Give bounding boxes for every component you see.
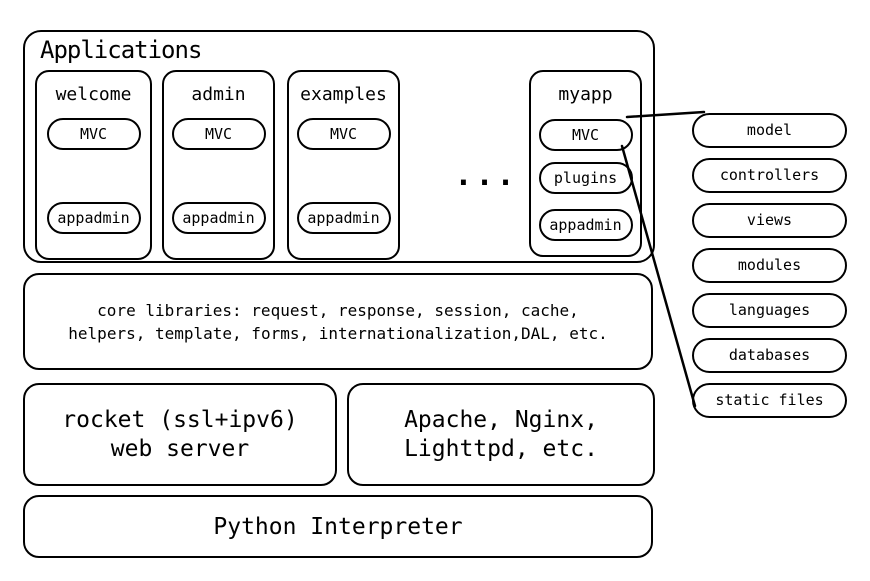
core-libraries-box: core libraries: request, response, sessi… xyxy=(23,273,653,370)
more-apps-ellipsis: ... xyxy=(454,158,518,193)
mvc-component-model: model xyxy=(692,113,847,148)
mvc-pill: MVC xyxy=(296,118,391,150)
appadmin-pill: appadmin xyxy=(296,202,391,234)
python-interpreter-box: Python Interpreter xyxy=(23,495,653,558)
mvc-pill: MVC xyxy=(538,119,633,151)
app-card-myapp: myapp MVC plugins appadmin xyxy=(529,70,642,257)
app-card-admin: admin MVC appadmin xyxy=(162,70,275,260)
appadmin-pill: appadmin xyxy=(46,202,141,234)
mvc-pill: MVC xyxy=(46,118,141,150)
mvc-component-views: views xyxy=(692,203,847,238)
mvc-component-languages: languages xyxy=(692,293,847,328)
mvc-component-static-files: static files xyxy=(692,383,847,418)
alternative-servers-box: Apache, Nginx, Lighttpd, etc. xyxy=(347,383,655,486)
applications-title: Applications xyxy=(40,36,202,64)
rocket-server-line1: rocket (ssl+ipv6) xyxy=(62,406,298,433)
app-name-examples: examples xyxy=(300,84,387,105)
alternative-servers-line1: Apache, Nginx, xyxy=(404,406,598,433)
mvc-pill: MVC xyxy=(171,118,266,150)
core-libraries-line1: core libraries: request, response, sessi… xyxy=(97,300,579,320)
python-interpreter-label: Python Interpreter xyxy=(213,513,463,540)
app-name-myapp: myapp xyxy=(558,84,613,105)
plugins-pill: plugins xyxy=(538,162,633,194)
mvc-component-databases: databases xyxy=(692,338,847,373)
appadmin-pill: appadmin xyxy=(538,209,633,241)
app-name-welcome: welcome xyxy=(55,84,132,105)
app-card-welcome: welcome MVC appadmin xyxy=(35,70,152,260)
appadmin-pill: appadmin xyxy=(171,202,266,234)
core-libraries-line2: helpers, template, forms, internationali… xyxy=(68,323,608,343)
app-name-admin: admin xyxy=(191,84,246,105)
mvc-component-modules: modules xyxy=(692,248,847,283)
rocket-server-box: rocket (ssl+ipv6) web server xyxy=(23,383,337,486)
alternative-servers-line2: Lighttpd, etc. xyxy=(404,435,598,462)
applications-box: Applications welcome MVC appadmin admin … xyxy=(23,30,655,263)
rocket-server-line2: web server xyxy=(110,435,250,462)
app-card-examples: examples MVC appadmin xyxy=(287,70,400,260)
mvc-component-controllers: controllers xyxy=(692,158,847,193)
